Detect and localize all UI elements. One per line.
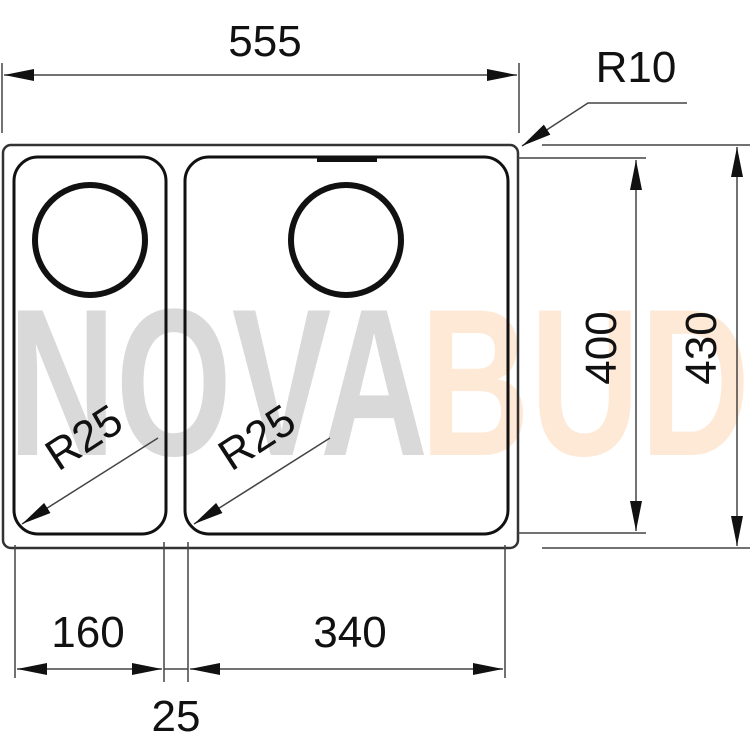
sink-outline bbox=[1, 143, 520, 550]
label-r10: R10 bbox=[596, 43, 677, 92]
dimension-overall-width: 555 bbox=[1, 17, 520, 133]
watermark: NOVA BUD bbox=[8, 265, 750, 500]
label-400: 400 bbox=[577, 311, 626, 384]
label-160: 160 bbox=[51, 608, 124, 657]
label-430: 430 bbox=[677, 311, 726, 384]
right-drain-icon bbox=[288, 182, 404, 298]
label-555: 555 bbox=[228, 17, 301, 66]
dimension-corner-radius: R10 bbox=[521, 43, 687, 147]
watermark-nova: NOVA bbox=[8, 265, 428, 500]
dimension-inner-height: 400 bbox=[518, 157, 646, 534]
label-340: 340 bbox=[313, 608, 386, 657]
right-bowl bbox=[183, 155, 510, 536]
left-drain-icon bbox=[32, 182, 148, 298]
left-bowl bbox=[12, 155, 168, 536]
dimension-overall-height: 430 bbox=[542, 144, 750, 549]
dimension-bottom: 160 340 25 bbox=[14, 542, 506, 741]
label-25: 25 bbox=[152, 692, 201, 741]
watermark-bud: BUD bbox=[420, 265, 750, 500]
